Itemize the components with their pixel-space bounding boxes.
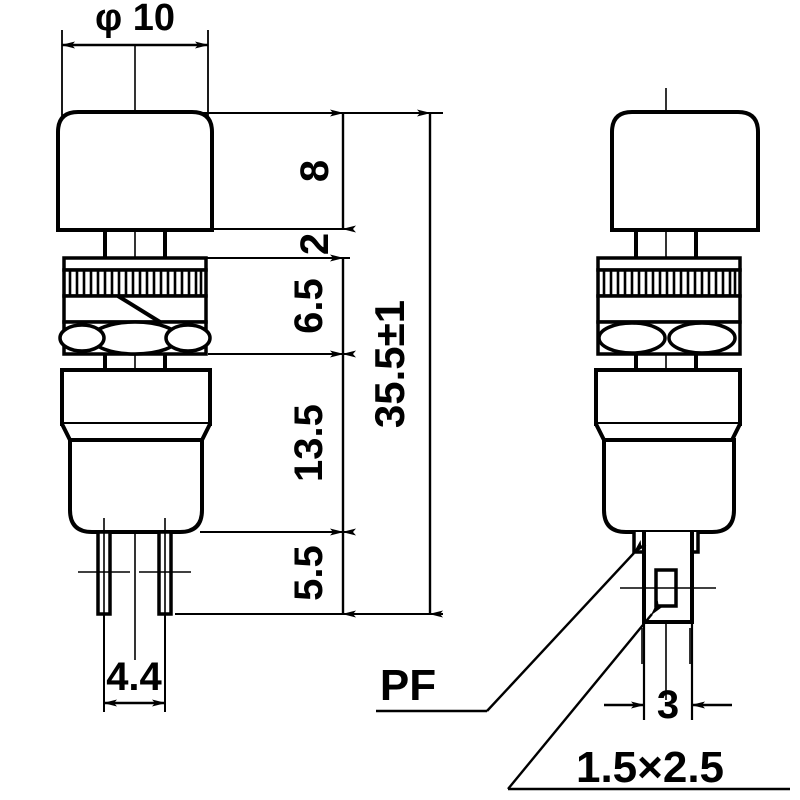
dimension-lead-length: 5.5: [287, 528, 356, 618]
knurl-hatching: [68, 271, 203, 295]
dim55-text: 5.5: [287, 545, 331, 601]
side-knurled-nut-top: [596, 256, 742, 272]
dim8-text: 8: [293, 160, 337, 182]
knurled-nut-band: [62, 268, 208, 298]
side-body-taper: [594, 423, 742, 442]
nut-to-body-collar: [103, 354, 167, 370]
hex-nut-left-face: [58, 323, 106, 353]
callout-terminal-section: 1.5×2.5: [507, 600, 790, 792]
section-label-text: 1.5×2.5: [576, 743, 724, 792]
dimension-overall-height: 35.5±1: [366, 109, 443, 618]
dimension-diameter-top: φ 10: [61, 0, 209, 118]
pf-leader-diagonal: [486, 540, 647, 712]
button-cap: [56, 110, 214, 232]
pf-label-text: PF: [380, 661, 436, 710]
dim3-text: 3: [657, 683, 679, 727]
dimension-nut-section: 6.5: [287, 254, 356, 358]
side-hex-nut-right-face: [667, 321, 737, 355]
callout-pf: PF: [376, 540, 647, 713]
dim44-text: 4.4: [106, 655, 162, 699]
side-nut-to-body-collar: [634, 354, 698, 370]
section-leader-diagonal: [507, 600, 664, 790]
side-knurl-hatching: [602, 271, 737, 295]
side-view: [594, 88, 760, 700]
extension-lines-group: [175, 112, 443, 615]
side-threaded-collar: [596, 294, 742, 324]
dimension-cap-height: 8: [293, 109, 356, 233]
knurled-nut-top: [62, 256, 208, 272]
body-upper-block: [60, 368, 212, 426]
hex-nut-right-face: [164, 323, 212, 353]
side-button-cap: [610, 110, 760, 232]
thread-lead-line: [116, 294, 162, 324]
dimension-terminal-width: 3: [604, 622, 732, 727]
side-hex-nut-left-face: [597, 321, 667, 355]
threaded-collar: [62, 294, 208, 324]
dimension-pin-pitch: 4.4: [103, 614, 166, 712]
dim135-text: 13.5: [287, 404, 331, 482]
side-body-lower-can: [602, 438, 736, 534]
body-lower-can: [68, 438, 204, 534]
dim2-text: 2: [293, 233, 337, 255]
phi10-dim-text: φ 10: [95, 0, 175, 39]
side-body-upper-block: [594, 368, 742, 426]
dimension-body-section: 13.5: [287, 350, 356, 536]
dim65-text: 6.5: [287, 278, 331, 334]
side-plunger-stem: [634, 230, 698, 258]
front-view: [56, 46, 214, 660]
plunger-stem: [103, 230, 167, 258]
dimension-shoulder: 2: [293, 233, 337, 255]
body-taper: [60, 423, 212, 442]
dim355-text: 35.5±1: [366, 300, 413, 428]
